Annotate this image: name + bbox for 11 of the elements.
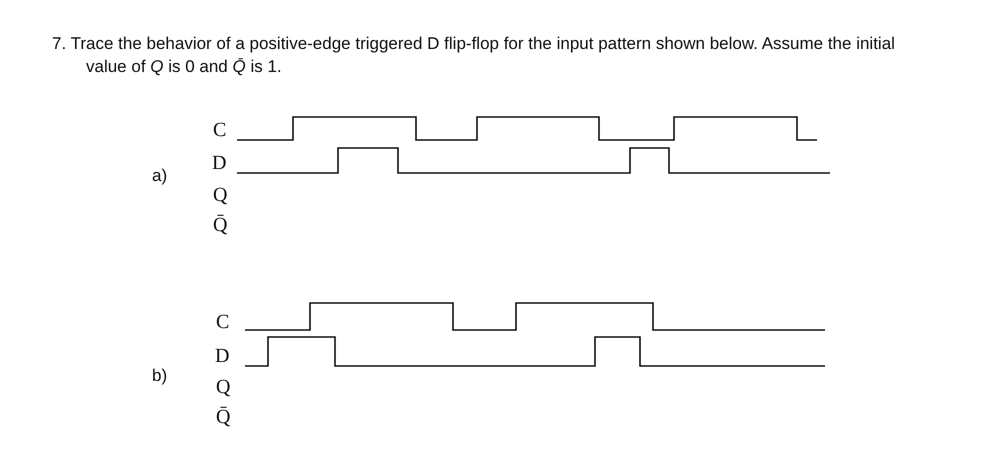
signal-name: D bbox=[215, 345, 230, 368]
signal-name: C bbox=[213, 119, 226, 142]
signal-name: Q̄ bbox=[216, 406, 230, 429]
signal-name: Q̄ bbox=[213, 214, 228, 237]
part-label: a) bbox=[152, 166, 168, 186]
signal-name: Q bbox=[216, 376, 230, 399]
signal-name: Q bbox=[213, 184, 228, 207]
part-label: b) bbox=[152, 366, 168, 386]
signal-name: D bbox=[212, 152, 226, 175]
question-text: 7. Trace the behavior of a positive-edge triggered D flip-flop for the input pattern shown below. Assume the initial value of Q is 0 and Q̄ is 1. bbox=[52, 33, 896, 78]
signal-name: C bbox=[216, 311, 230, 334]
